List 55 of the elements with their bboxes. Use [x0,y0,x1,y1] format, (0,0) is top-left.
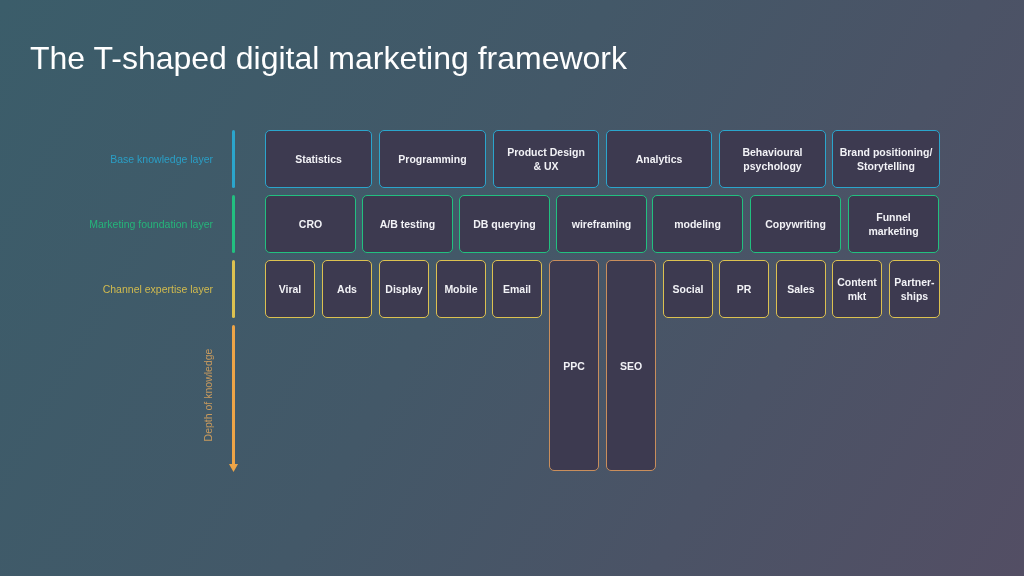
skill-name: Ads [337,282,357,296]
skill-name: PR [736,282,752,296]
skill-card [322,260,372,318]
skill-name: Analytics [635,152,683,166]
skill-name: Content mkt [836,275,878,303]
skill-card [265,260,315,318]
skill-card [493,130,599,188]
skill-card [652,195,743,253]
slide-title: The T-shaped digital marketing framework [30,39,627,77]
skill-card [663,260,713,318]
skill-card [556,195,647,253]
skill-card [549,260,599,471]
skill-card [719,260,769,318]
skill-name: Copywriting [765,217,826,231]
skill-card [719,130,826,188]
skill-name: Social [672,282,704,296]
skill-card [776,260,826,318]
skill-name: modeling [674,217,721,231]
skill-card [379,260,429,318]
skill-name: CRO [298,217,323,231]
skill-name: Sales [787,282,815,296]
skill-name: Funnel marketing [867,210,920,238]
skill-card [265,195,356,253]
skill-card [832,260,882,318]
skill-card [265,130,372,188]
skill-card [848,195,939,253]
skill-name: Product Design & UX [506,145,586,173]
skill-card [832,130,940,188]
layer-label: Base knowledge layer [110,153,213,165]
axis-label: Depth of knowledge [202,348,214,442]
skill-card [362,195,453,253]
skill-name: Behavioural psychology [741,145,804,173]
skill-name: DB querying [473,217,536,231]
skill-name: A/B testing [379,217,436,231]
skill-name: Brand positioning/ Storytelling [838,145,934,173]
skill-name: PPC [563,358,585,373]
skill-name: Email [503,282,531,296]
skill-name: Programming [398,152,467,166]
skill-name: SEO [619,358,643,373]
skill-name: Statistics [295,152,342,166]
skill-card [606,260,656,471]
layer-label: Marketing foundation layer [89,218,213,230]
skill-card [889,260,940,318]
skill-name: wireframing [571,217,632,231]
skill-name: Viral [278,282,302,296]
skill-card [436,260,486,318]
skill-card [492,260,542,318]
skill-name: Mobile [444,282,478,296]
skill-name: Partner-ships [893,275,936,303]
skill-card [750,195,841,253]
skill-card [379,130,486,188]
layer-label: Channel expertise layer [102,283,213,295]
skill-name: Display [385,282,423,296]
skill-card [606,130,712,188]
skill-card [459,195,550,253]
